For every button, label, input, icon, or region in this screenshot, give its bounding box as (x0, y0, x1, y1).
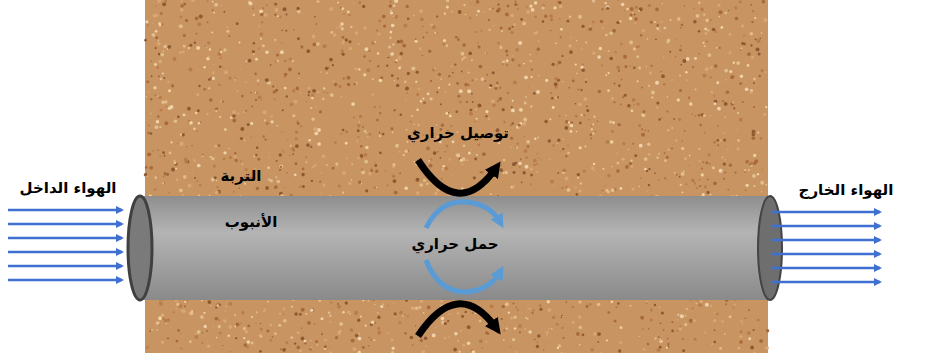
soil-texture (144, 0, 770, 353)
pipe-body: الأنبوب حمل حراري (140, 196, 770, 300)
inlet-air-label: الهواء الداخل (20, 179, 117, 197)
convection-label: حمل حراري (411, 235, 498, 253)
pipe-body (140, 196, 770, 300)
convection-arrow (426, 260, 500, 292)
soil-ground (145, 0, 768, 353)
conduction-arrow (418, 160, 496, 193)
outlet-air-label: الهواء الخارج (799, 181, 894, 199)
outlet-arrows (772, 212, 880, 282)
pipe-end (128, 196, 152, 300)
pipe-label: الأنبوب (225, 213, 278, 231)
soil-region: التربة توصيل حراري الأنبوب حمل حراري (145, 0, 768, 353)
conduction-label: توصيل حراري (407, 124, 509, 142)
inlet-arrows (8, 210, 122, 280)
soil-label: التربة (221, 167, 262, 185)
convection-arrow (426, 202, 500, 228)
conduction-arrow (418, 304, 496, 336)
